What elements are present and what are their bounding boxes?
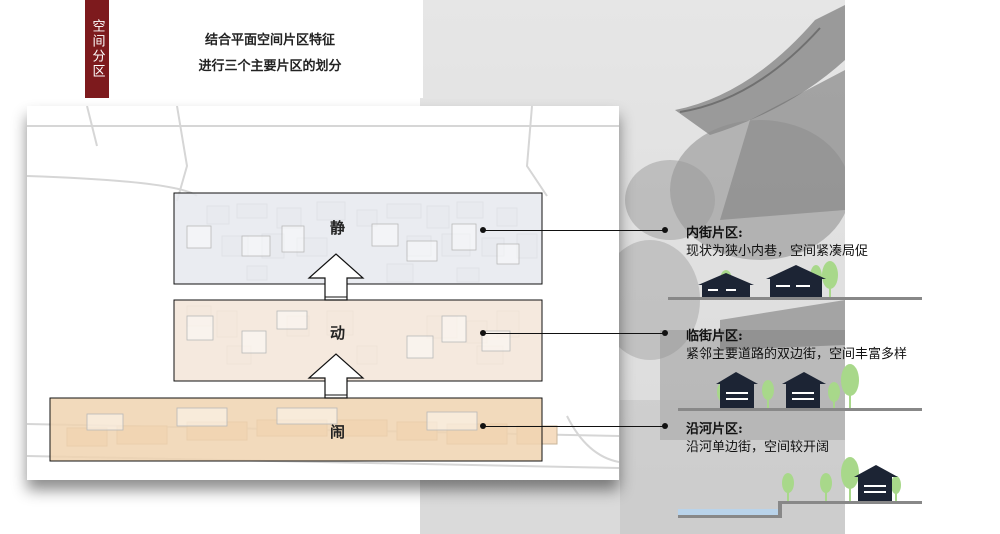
zone-busy-title: 沿河片区:	[686, 422, 743, 437]
leader-line	[483, 230, 665, 231]
zone-active-desc: 紧邻主要道路的双边街，空间丰富多样	[686, 347, 908, 362]
zone-busy-desc: 沿河单边街，空间较开阔	[686, 440, 830, 455]
zone-active-area	[173, 299, 543, 382]
section-tab-label: 空间分区	[89, 19, 105, 79]
leader-line	[483, 333, 665, 334]
zone-quiet-area	[173, 192, 543, 285]
riverside-section-icon	[678, 457, 922, 518]
header-panel	[0, 0, 423, 98]
zone-quiet-title: 内街片区:	[686, 226, 743, 241]
zone-active-title: 临街片区:	[686, 329, 743, 344]
leader-dot	[662, 330, 668, 336]
leader-dot	[662, 423, 668, 429]
street-side-section-icon	[678, 364, 922, 411]
site-plan-drawing	[27, 106, 619, 480]
leader-line	[483, 426, 665, 427]
zone-busy-area	[49, 397, 543, 462]
zone-quiet-label: 静	[330, 219, 346, 237]
zone-quiet-desc: 现状为狭小内巷，空间紧凑局促	[686, 244, 869, 259]
heading-line-2: 进行三个主要片区的划分	[198, 59, 342, 74]
inner-street-section-icon	[668, 261, 922, 300]
site-plan-map	[27, 106, 619, 480]
zone-busy-label: 闹	[330, 423, 346, 441]
zone-active-label: 动	[330, 324, 346, 342]
arrow-up-icon	[307, 353, 365, 399]
arrow-up-icon	[307, 253, 365, 301]
leader-dot	[662, 227, 668, 233]
temple-background-photo	[420, 0, 845, 534]
section-tab: 空间分区	[85, 0, 109, 98]
heading-line-1: 结合平面空间片区特征	[204, 33, 335, 48]
